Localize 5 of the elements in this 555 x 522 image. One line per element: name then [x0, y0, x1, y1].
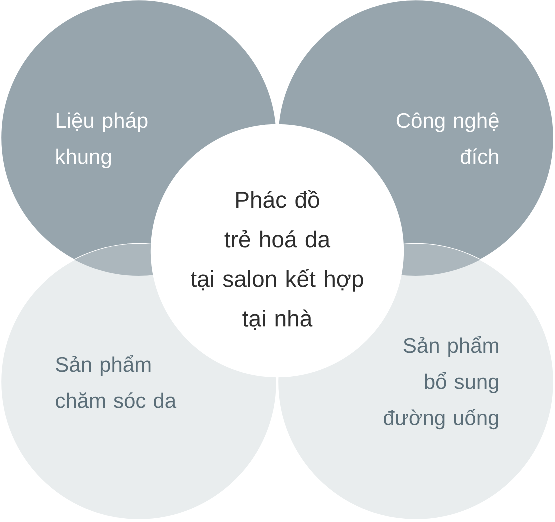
topic-label: Công nghệ đích: [396, 112, 499, 164]
topic-label: Phác đồ trẻ hoá da tại salon kết hợp tại nhà: [191, 190, 364, 330]
topic-label: Sản phẩm bổ sung đường uống: [384, 336, 498, 430]
topic-label: Liệu pháp khung: [56, 112, 148, 168]
topic-label: Sản phẩm chăm sóc da: [56, 355, 177, 408]
